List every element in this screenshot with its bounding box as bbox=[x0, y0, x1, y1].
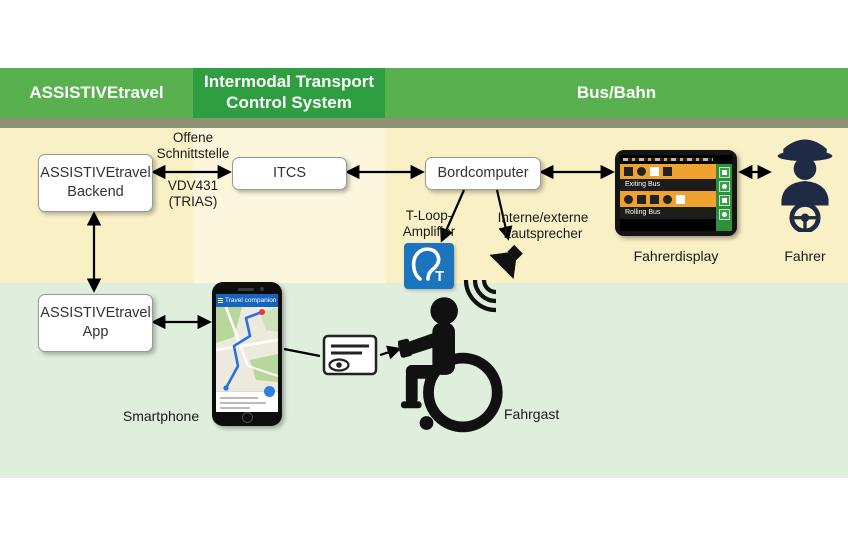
tablet-screen: Exiting Bus Rolling Bus bbox=[620, 155, 732, 231]
tablet-sidebar-icon-1 bbox=[718, 167, 730, 178]
phone-earpiece bbox=[238, 288, 254, 291]
smartphone-device: Travel companion bbox=[212, 282, 282, 426]
tablet-icon-row bbox=[620, 191, 716, 207]
node-itcs-label: ITCS bbox=[272, 165, 307, 182]
header-bus-bahn: Bus/Bahn bbox=[385, 68, 848, 118]
loudspeaker-icon bbox=[478, 231, 537, 290]
node-backend-label-line1: ASSISTIVEtravel bbox=[40, 165, 151, 182]
header-itcs: Intermodal Transport Control System bbox=[193, 68, 385, 118]
tloop-letter: T bbox=[435, 268, 445, 285]
phone-fab-button bbox=[264, 386, 275, 397]
node-bordcomputer-label: Bordcomputer bbox=[437, 165, 529, 182]
tablet-route-row bbox=[620, 164, 716, 179]
tablet-statusbar bbox=[623, 158, 713, 161]
fahrerdisplay-tablet: Exiting Bus Rolling Bus bbox=[615, 150, 737, 236]
olive-divider-bar bbox=[0, 118, 848, 128]
tablet-sidebar-icon-3 bbox=[718, 195, 730, 206]
phone-screen: Travel companion bbox=[216, 294, 278, 412]
label-fahrgast: Fahrgast bbox=[504, 406, 560, 422]
tablet-function-sidebar bbox=[716, 164, 732, 231]
phone-camera bbox=[260, 287, 264, 291]
header-assistivetravel: ASSISTIVEtravel bbox=[0, 68, 193, 118]
hearing-loop-icon: T bbox=[404, 243, 454, 289]
phone-app-title: Travel companion bbox=[225, 297, 277, 304]
tablet-status-row-1: Exiting Bus bbox=[620, 179, 716, 191]
node-app: ASSISTIVEtravel App bbox=[38, 294, 153, 352]
label-lautsprecher: Interne/externe Lautsprecher bbox=[497, 210, 589, 241]
header-itcs-label-line1: Intermodal Transport bbox=[203, 72, 375, 92]
tablet-sidebar-icon-2 bbox=[718, 181, 730, 192]
node-app-label-line1: ASSISTIVEtravel bbox=[40, 305, 151, 322]
header-bus-bahn-label: Bus/Bahn bbox=[576, 82, 657, 102]
ear-icon bbox=[411, 247, 441, 281]
node-app-label-line2: App bbox=[82, 324, 109, 340]
phone-bottom-card bbox=[216, 386, 278, 412]
header-itcs-label-line2: Control System bbox=[226, 93, 352, 112]
phone-home-button bbox=[242, 412, 253, 423]
label-tloop-amplifier: T-Loop- Amplifier bbox=[402, 208, 456, 239]
tablet-status-row-2: Rolling Bus bbox=[620, 207, 716, 219]
node-backend: ASSISTIVEtravel Backend bbox=[38, 154, 153, 212]
phone-appbar: Travel companion bbox=[216, 294, 278, 307]
node-itcs: ITCS bbox=[232, 157, 347, 190]
hamburger-menu-icon bbox=[218, 298, 223, 299]
upper-band-middle-column bbox=[193, 128, 385, 283]
tablet-sidebar-icon-4 bbox=[718, 209, 730, 220]
label-fahrer: Fahrer bbox=[784, 248, 826, 264]
node-bordcomputer: Bordcomputer bbox=[425, 157, 541, 190]
label-vdv431-trias: VDV431 (TRIAS) bbox=[167, 178, 219, 209]
label-fahrerdisplay: Fahrerdisplay bbox=[633, 248, 719, 264]
label-smartphone: Smartphone bbox=[122, 408, 200, 424]
node-backend-label-line2: Backend bbox=[67, 184, 124, 200]
label-offene-schnittstelle: Offene Schnittstelle bbox=[156, 130, 230, 161]
header-assistivetravel-label: ASSISTIVEtravel bbox=[29, 82, 164, 102]
